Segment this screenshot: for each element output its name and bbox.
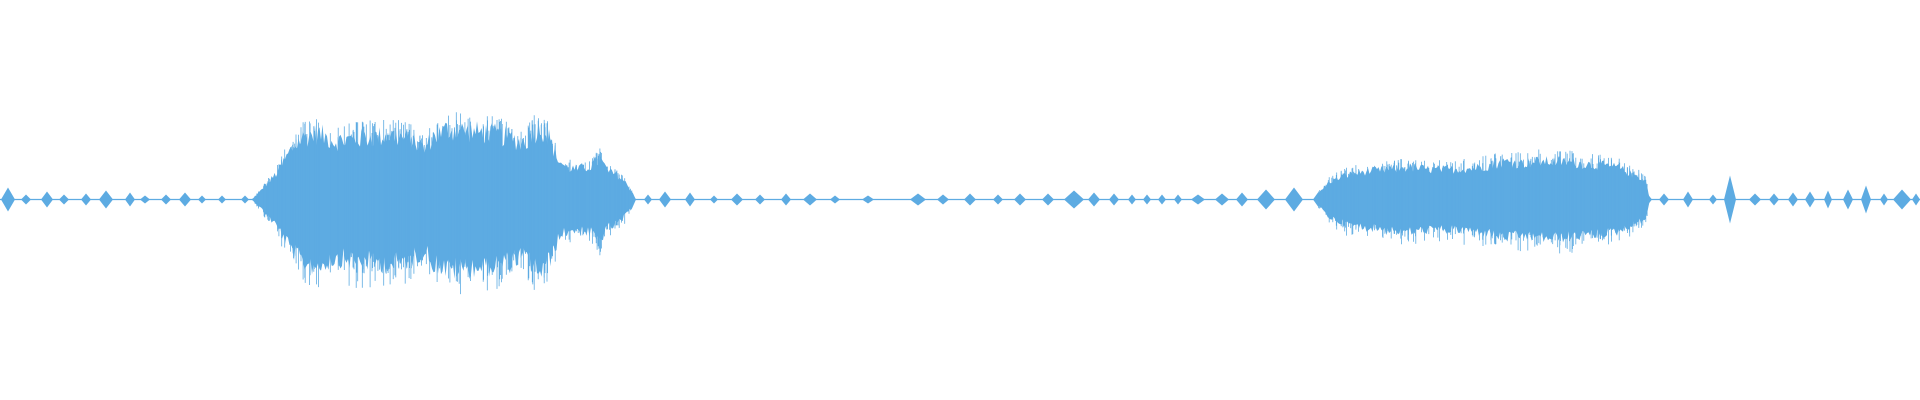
waveform-speech-burst-1 <box>252 121 636 279</box>
waveform-speech-burst-2 <box>1314 156 1650 243</box>
waveform-spikes <box>252 112 1648 295</box>
